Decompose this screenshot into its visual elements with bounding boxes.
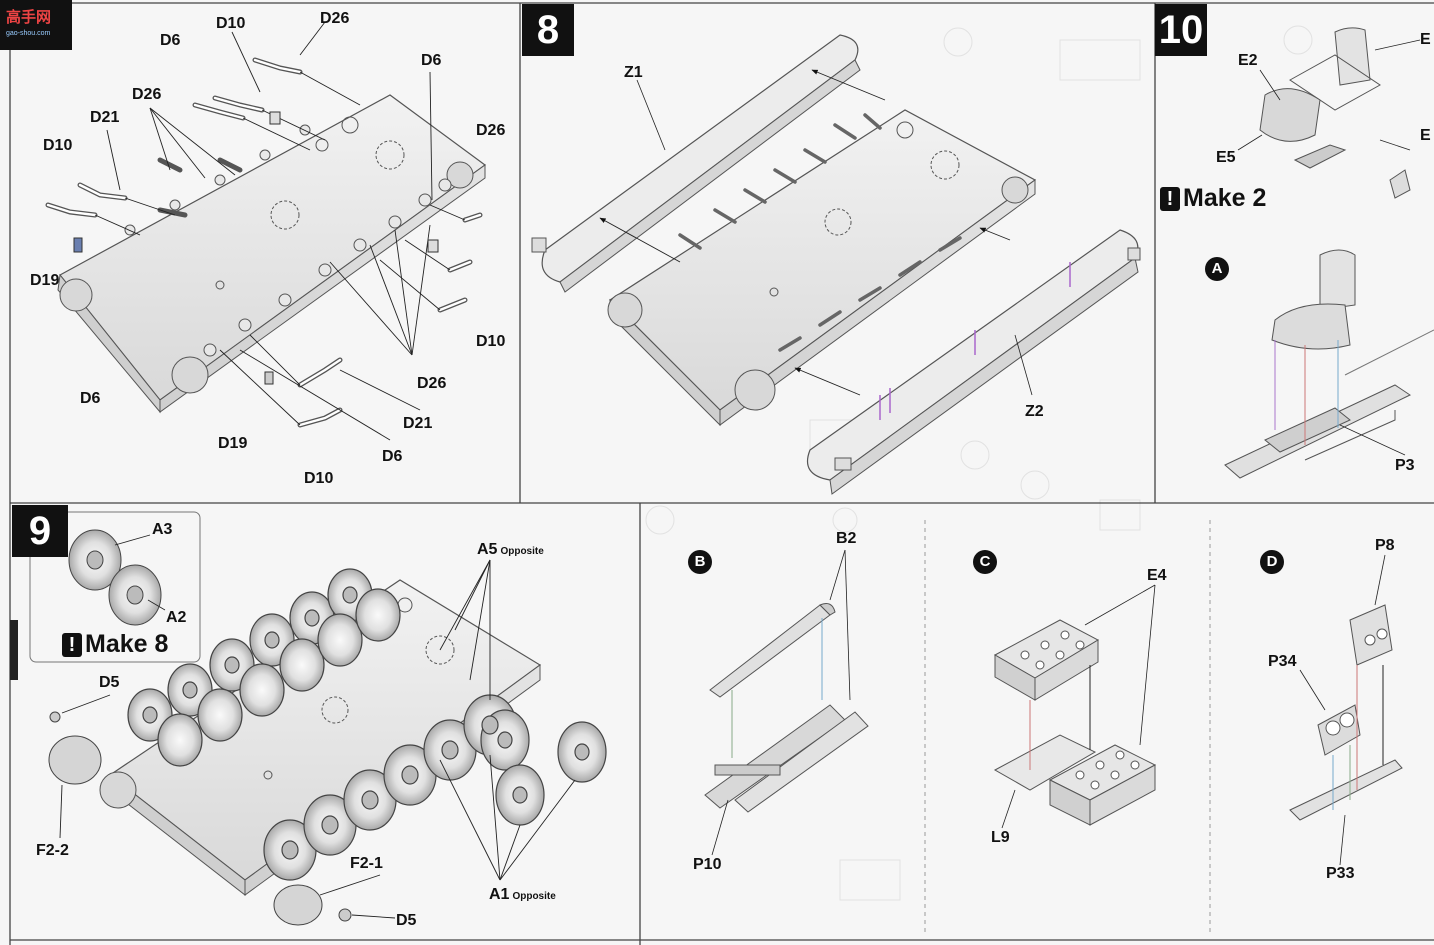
label-p34: P34 <box>1268 653 1297 670</box>
watermark-text: 高手网 <box>6 9 52 26</box>
label-z2: Z2 <box>1025 403 1044 420</box>
watermark-url: gao-shou.com <box>6 30 51 37</box>
label-d6: D6 <box>382 448 403 465</box>
warning-icon: ! <box>1160 186 1180 211</box>
label-e-edge: E <box>1420 127 1431 144</box>
panel-frames <box>9 2 1434 945</box>
label-d10: D10 <box>216 15 246 32</box>
label-e-edge: E <box>1420 31 1431 48</box>
label-d5: D5 <box>396 912 417 929</box>
label-e5: E5 <box>1216 149 1236 166</box>
stepB-shells <box>704 549 869 856</box>
substep-d-badge: D <box>1260 550 1284 574</box>
label-d6: D6 <box>421 52 442 69</box>
label-z1: Z1 <box>624 64 643 81</box>
step8-arms <box>678 113 962 352</box>
label-d10: D10 <box>43 137 73 154</box>
a1-opposite-note: Opposite <box>512 891 556 902</box>
label-p3: P3 <box>1395 457 1415 474</box>
label-d21: D21 <box>90 109 120 126</box>
make8-inset <box>29 511 201 663</box>
step-number-9: 9 <box>12 505 68 557</box>
label-d10: D10 <box>304 470 334 487</box>
label-f2-2: F2-2 <box>36 842 69 859</box>
label-p8: P8 <box>1375 537 1395 554</box>
label-p10: P10 <box>693 856 722 873</box>
label-f2-1: F2-1 <box>350 855 383 872</box>
stepD-instrument-panel <box>1289 554 1403 866</box>
label-d26: D26 <box>320 10 350 27</box>
step-number-10: 10 <box>1155 4 1207 56</box>
watermark-logo: 高手网 gao-shou.com <box>0 0 72 50</box>
label-a3: A3 <box>152 521 173 538</box>
label-e2: E2 <box>1238 52 1258 69</box>
substep-b-badge: B <box>688 550 712 574</box>
label-a2: A2 <box>166 609 187 626</box>
warning-icon: ! <box>62 632 82 657</box>
label-d19: D19 <box>218 435 248 452</box>
make-2-note: !Make 2 <box>1160 186 1266 211</box>
label-d6: D6 <box>80 390 101 407</box>
label-e4: E4 <box>1147 567 1167 584</box>
label-d26: D26 <box>132 86 162 103</box>
substep-a-badge: A <box>1205 257 1229 281</box>
make-8-note: !Make 8 <box>62 632 168 657</box>
make-8-text: Make 8 <box>85 630 169 658</box>
substep-c-badge: C <box>973 550 997 574</box>
label-d6: D6 <box>160 32 181 49</box>
a5-part: A5 <box>477 541 498 558</box>
stepC-ammo-racks <box>993 584 1157 829</box>
step10-seat-assembly <box>1224 27 1434 479</box>
make-2-text: Make 2 <box>1183 184 1267 212</box>
label-d21: D21 <box>403 415 433 432</box>
label-b2: B2 <box>836 530 857 547</box>
a5-opposite-note: Opposite <box>500 546 544 557</box>
a1-part: A1 <box>489 886 510 903</box>
label-d19: D19 <box>30 272 60 289</box>
label-d26: D26 <box>417 375 447 392</box>
label-d10: D10 <box>476 333 506 350</box>
step7-leader-lines <box>94 21 466 441</box>
label-p33: P33 <box>1326 865 1355 882</box>
step-number-8: 8 <box>522 4 574 56</box>
label-d26: D26 <box>476 122 506 139</box>
step7-hull <box>57 94 487 414</box>
step9-road-wheels <box>127 568 607 881</box>
label-l9: L9 <box>991 829 1010 846</box>
label-d5: D5 <box>99 674 120 691</box>
